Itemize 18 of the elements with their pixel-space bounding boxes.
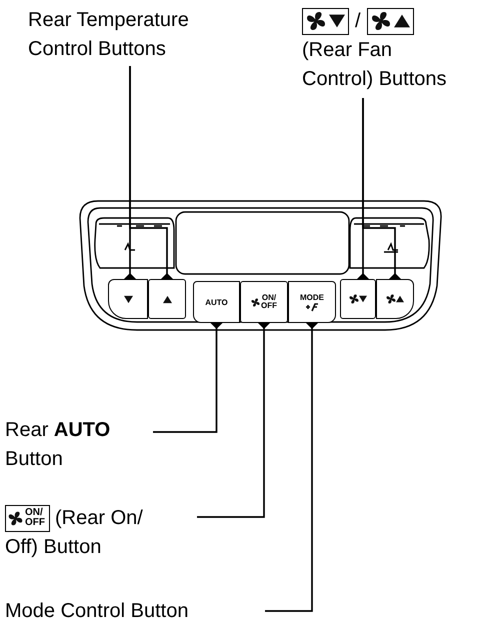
separator-text: / <box>355 9 361 34</box>
callout-label: Rear AUTO Button <box>5 416 153 478</box>
button-text: ON/ OFF <box>261 294 277 310</box>
panel-button <box>288 281 336 323</box>
panel-button <box>240 281 288 323</box>
panel-button <box>148 279 186 319</box>
button-text: AUTO <box>205 298 228 306</box>
panel-button <box>193 281 240 323</box>
panel-button <box>376 279 414 319</box>
callout-label: (Rear Fan Control) Buttons <box>302 38 448 92</box>
symbol-text: ON/ OFF <box>25 508 46 528</box>
callout-label: Mode Control Button <box>5 597 265 624</box>
panel-button <box>340 279 376 319</box>
callout-label: (Rear On/ <box>55 506 144 530</box>
panel-button <box>108 279 148 319</box>
button-text: MODE <box>300 292 324 302</box>
callout-label: Off) Button <box>5 535 102 560</box>
callout-label: Rear Temperature Control Buttons <box>28 6 258 66</box>
